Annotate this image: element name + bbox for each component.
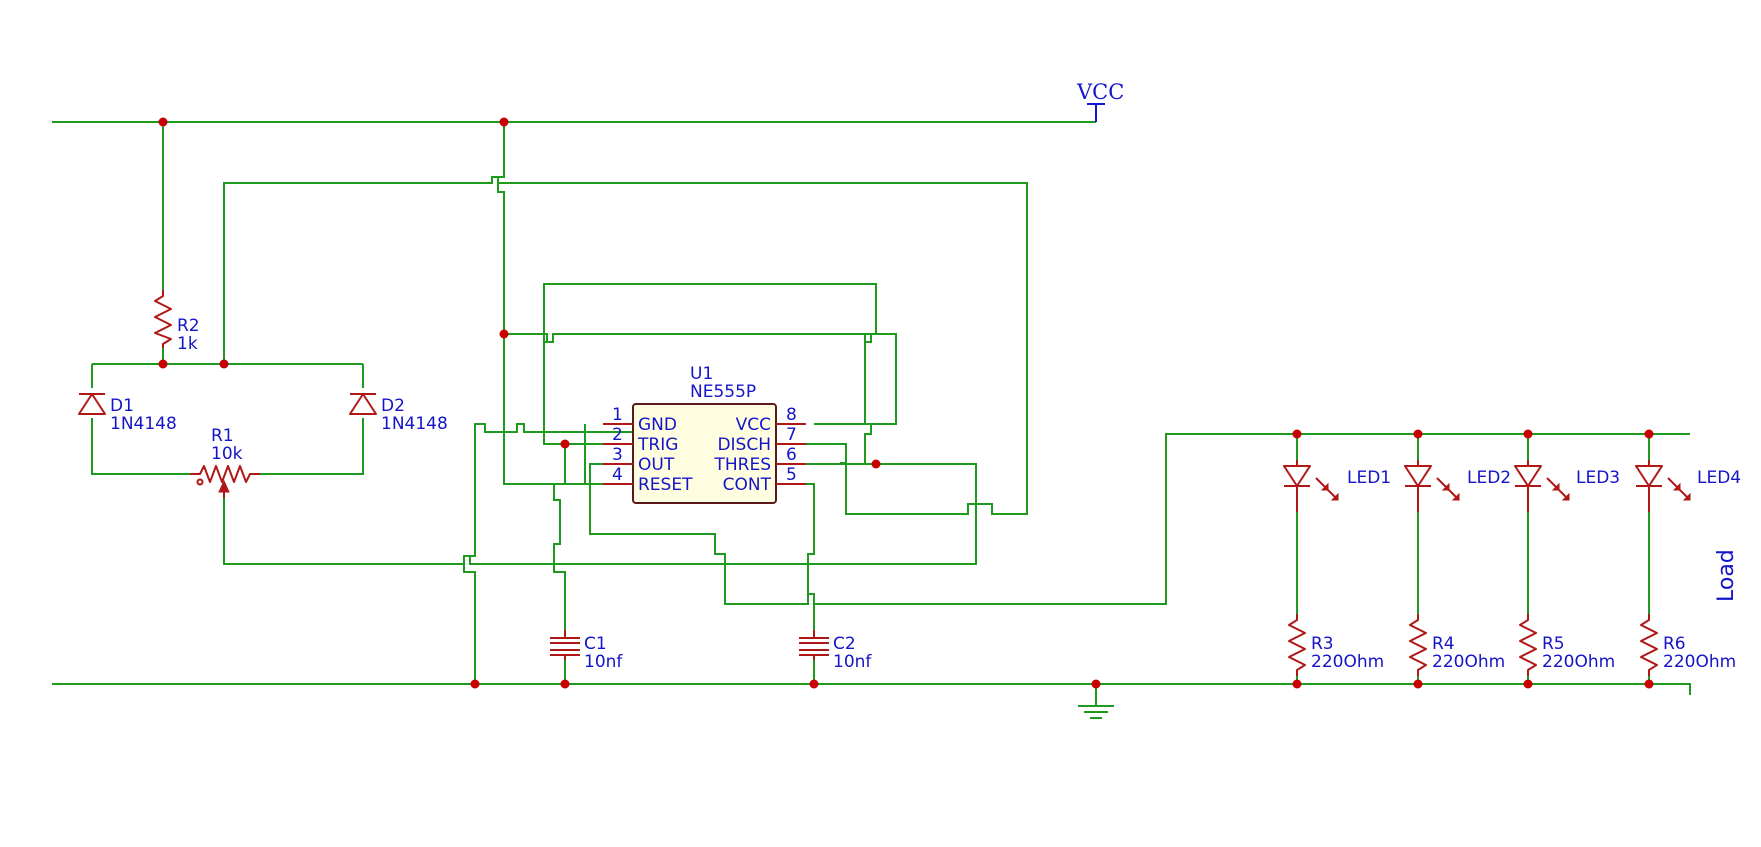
- pin-8-name: VCC: [736, 415, 771, 435]
- capacitor-c1: C1 10nf: [550, 630, 623, 672]
- pin-6-name: THRES: [713, 455, 771, 475]
- diode-d2: D2 1N4148: [349, 393, 448, 434]
- junction-dot: [499, 117, 509, 127]
- pin-5-number: 5: [786, 465, 797, 485]
- d2-ref: D2: [381, 396, 405, 416]
- resistor-r5: R5 220Ohm: [1519, 614, 1615, 676]
- junction-dot: [1413, 679, 1423, 689]
- r3-value: 220Ohm: [1311, 652, 1384, 672]
- diode-d1: D1 1N4148: [78, 393, 177, 434]
- pin-2-number: 2: [612, 425, 623, 445]
- led3-ref: LED3: [1576, 468, 1620, 488]
- vcc-label: VCC: [1076, 80, 1124, 104]
- pin-1-name: GND: [638, 415, 677, 435]
- pin-8-number: 8: [786, 405, 797, 425]
- junction-dot: [158, 359, 168, 369]
- r5-value: 220Ohm: [1542, 652, 1615, 672]
- ic-u1: U1 NE555P 1 2 3 4 GND TRIG OUT RESET 8 7…: [603, 364, 806, 504]
- r3-ref: R3: [1311, 634, 1334, 654]
- r4-ref: R4: [1432, 634, 1455, 654]
- junction-dot: [470, 679, 480, 689]
- c1-value: 10nf: [584, 652, 623, 672]
- wire-vcc-reset: [497, 122, 633, 485]
- junction-dot: [1523, 429, 1533, 439]
- r1-value: 10k: [211, 444, 243, 464]
- r6-ref: R6: [1663, 634, 1686, 654]
- junction-dot: [158, 117, 168, 127]
- junction-dot: [1292, 679, 1302, 689]
- wires: [52, 121, 1691, 706]
- led1-ref: LED1: [1347, 468, 1391, 488]
- pin-3-number: 3: [612, 445, 623, 465]
- r2-ref: R2: [177, 316, 200, 336]
- gnd-rail: [52, 683, 1691, 695]
- junction-dot: [1413, 429, 1423, 439]
- r1-ref: R1: [211, 426, 234, 446]
- junction-dot: [1091, 679, 1101, 689]
- junction-dot: [560, 679, 570, 689]
- ic-body: [632, 403, 777, 504]
- led-led4: LED4: [1635, 460, 1741, 512]
- c2-ref: C2: [833, 634, 856, 654]
- r2-value: 1k: [177, 334, 198, 354]
- resistor-r3: R3 220Ohm: [1288, 614, 1384, 676]
- pin-6-number: 6: [786, 445, 797, 465]
- pin-7-number: 7: [786, 425, 797, 445]
- wire-cont-c2: [776, 483, 815, 630]
- vcc-symbol: VCC: [1076, 80, 1124, 122]
- pin-3-name: OUT: [638, 455, 675, 475]
- potentiometer-r1: R1 10k: [190, 426, 260, 498]
- junction-dot: [499, 329, 509, 339]
- led4-ref: LED4: [1697, 468, 1741, 488]
- junction-dot: [871, 459, 881, 469]
- wire-c1-top: [553, 444, 566, 630]
- junction-dot: [1523, 679, 1533, 689]
- ic-ref: U1: [690, 364, 713, 384]
- wire-d1-bottom: [91, 418, 190, 475]
- load-label: Load: [1714, 549, 1739, 602]
- led-led2: LED2: [1404, 460, 1511, 512]
- junctions: [158, 117, 1654, 689]
- pin-2-name: TRIG: [637, 435, 678, 455]
- d1-value: 1N4148: [110, 414, 177, 434]
- pin-7-name: DISCH: [717, 435, 771, 455]
- wire-top-loop: [223, 176, 1028, 515]
- pin-1-number: 1: [612, 405, 623, 425]
- c2-value: 10nf: [833, 652, 872, 672]
- r6-value: 220Ohm: [1663, 652, 1736, 672]
- capacitor-c2: C2 10nf: [799, 630, 872, 672]
- wire-d2-bottom: [260, 418, 364, 475]
- led-led1: LED1: [1283, 460, 1391, 512]
- pin-4-number: 4: [612, 465, 623, 485]
- resistor-r2: R2 1k: [154, 290, 200, 354]
- junction-dot: [219, 359, 229, 369]
- d2-value: 1N4148: [381, 414, 448, 434]
- gnd-symbol: [1078, 705, 1114, 719]
- r5-ref: R5: [1542, 634, 1565, 654]
- wire-out-leds: [589, 433, 1690, 605]
- wire-gnd-pin1: [463, 423, 633, 684]
- resistor-r6: R6 220Ohm: [1640, 614, 1736, 676]
- ic-value: NE555P: [690, 382, 756, 402]
- led2-ref: LED2: [1467, 468, 1511, 488]
- c1-ref: C1: [584, 634, 607, 654]
- junction-dot: [809, 679, 819, 689]
- junction-dot: [560, 439, 570, 449]
- junction-dot: [1644, 679, 1654, 689]
- pin-5-name: CONT: [723, 475, 772, 495]
- junction-dot: [1292, 429, 1302, 439]
- junction-dot: [1644, 429, 1654, 439]
- d1-ref: D1: [110, 396, 134, 416]
- r4-value: 220Ohm: [1432, 652, 1505, 672]
- pin-4-name: RESET: [638, 475, 693, 495]
- led-led3: LED3: [1514, 460, 1620, 512]
- resistor-r4: R4 220Ohm: [1409, 614, 1505, 676]
- wire-trig-thres-loop: [543, 283, 877, 464]
